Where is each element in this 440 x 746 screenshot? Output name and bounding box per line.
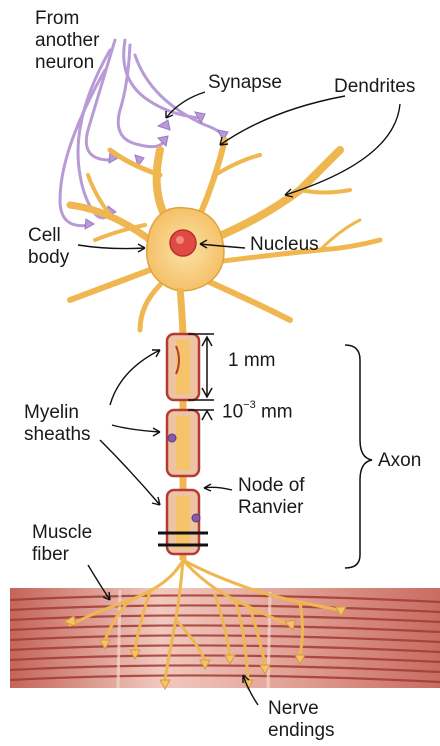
label-dendrites: Dendrites <box>334 76 415 98</box>
label-synapse: Synapse <box>208 72 282 94</box>
label-one-mm: 1 mm <box>228 350 276 372</box>
axon-brace <box>345 345 372 568</box>
label-from-another-neuron: From another neuron <box>35 8 99 74</box>
label-tiny-mm: 10−3 mm <box>222 396 293 423</box>
label-node-of-ranvier: Node of Ranvier <box>238 475 305 519</box>
cell-body <box>147 208 224 291</box>
label-cell-body: Cell body <box>28 225 69 269</box>
muscle-fiber <box>10 588 440 688</box>
label-myelin-sheaths: Myelin sheaths <box>24 402 91 446</box>
label-muscle-fiber: Muscle fiber <box>32 522 92 566</box>
label-nucleus: Nucleus <box>250 234 319 256</box>
axon <box>158 288 208 560</box>
label-axon: Axon <box>378 450 421 472</box>
nucleus-shape <box>170 230 196 256</box>
dendrites <box>70 140 380 330</box>
label-nerve-endings: Nerve endings <box>268 698 335 742</box>
